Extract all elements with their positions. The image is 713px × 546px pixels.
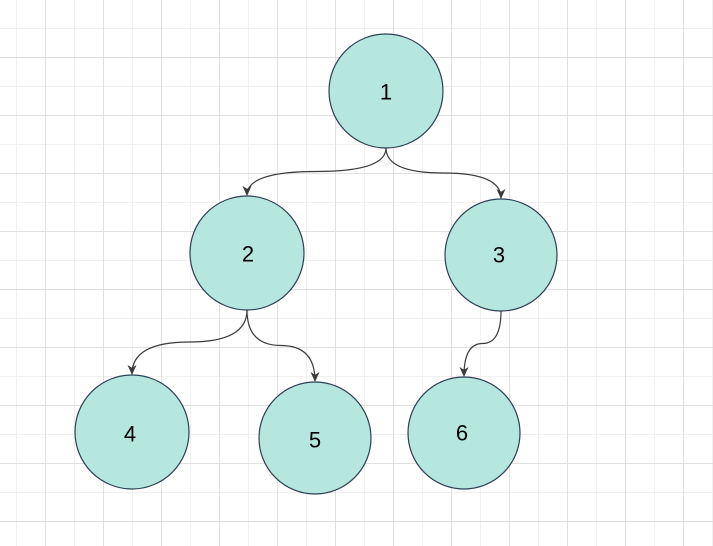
tree-node-2[interactable] <box>189 195 305 311</box>
tree-node-5[interactable] <box>258 381 372 495</box>
tree-edge-1-2[interactable] <box>242 147 387 196</box>
tree-edge-2-5[interactable] <box>246 309 320 382</box>
tree-node-4[interactable] <box>74 374 190 490</box>
tree-edge-2-4[interactable] <box>127 309 248 375</box>
tree-edge-3-6[interactable] <box>459 310 502 377</box>
tree-node-3[interactable] <box>444 198 558 312</box>
tree-edge-1-3[interactable] <box>385 147 506 199</box>
tree-node-6[interactable] <box>407 376 521 490</box>
tree-node-1[interactable] <box>328 33 444 149</box>
